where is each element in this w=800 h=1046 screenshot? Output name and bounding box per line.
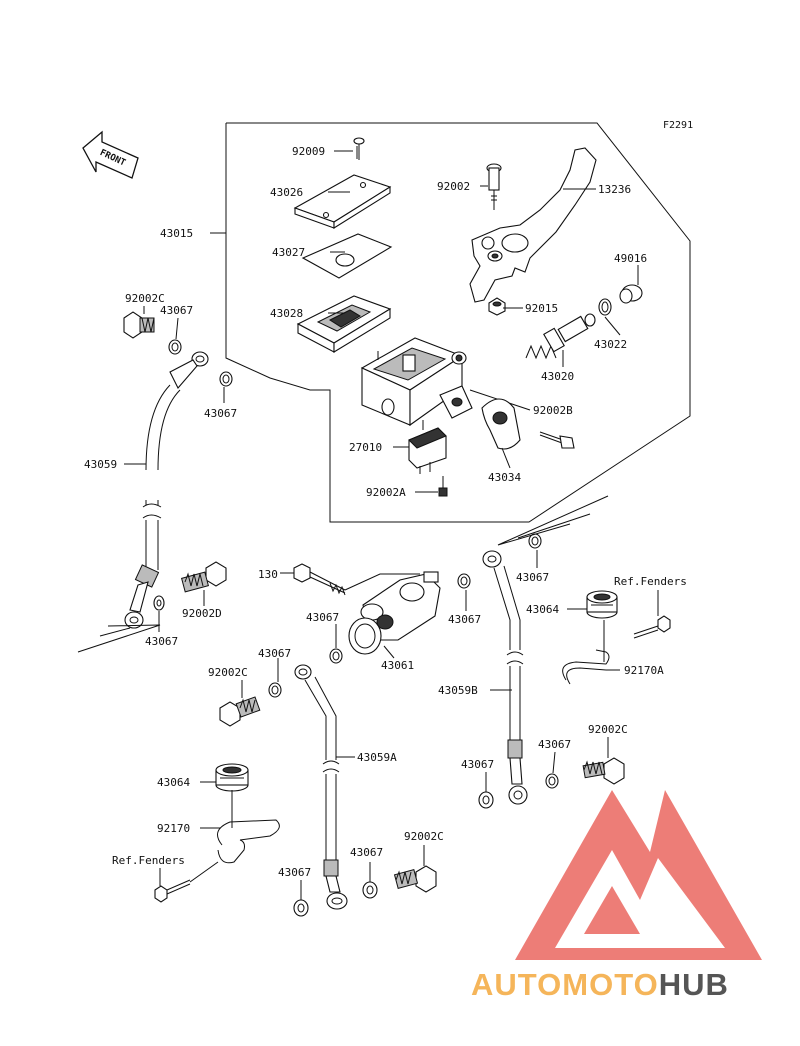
watermark-part2: HUB xyxy=(659,967,729,1002)
fender-bolt-right xyxy=(633,615,671,639)
label-130: 130 xyxy=(258,568,278,581)
front-arrow-icon: FRONT xyxy=(82,130,139,179)
label-43067-j: 43067 xyxy=(278,866,311,879)
label-27010: 27010 xyxy=(349,441,382,454)
bolt-130 xyxy=(293,563,346,596)
brake-hose-43059 xyxy=(124,351,209,629)
label-92170: 92170 xyxy=(157,822,190,835)
reservoir-cap-43026 xyxy=(293,174,392,229)
piston-kit-43020 xyxy=(525,313,596,360)
label-43027: 43027 xyxy=(272,246,305,259)
circlip-43022 xyxy=(598,298,612,316)
label-43022: 43022 xyxy=(594,338,627,351)
watermark-text: AUTOMOTOHUB xyxy=(471,967,729,1002)
label-92009: 92009 xyxy=(292,145,325,158)
label-43067-c: 43067 xyxy=(145,635,178,648)
pivot-bolt-92002 xyxy=(486,163,502,210)
label-13236: 13236 xyxy=(598,183,631,196)
label-43026: 43026 xyxy=(270,186,303,199)
grommet-43064-b xyxy=(215,763,249,792)
banjo-bolt-92002C-c xyxy=(582,757,625,785)
banjo-bolt-92002D xyxy=(180,561,227,593)
label-43067-d: 43067 xyxy=(306,611,339,624)
label-43015: 43015 xyxy=(160,227,193,240)
automotohub-logo-icon xyxy=(515,790,762,960)
label-43061: 43061 xyxy=(381,659,414,672)
label-92002C-a: 92002C xyxy=(125,292,165,305)
banjo-bolt-92002C-d xyxy=(393,865,437,893)
label-43067-h: 43067 xyxy=(461,758,494,771)
label-92002D: 92002D xyxy=(182,607,222,620)
label-92002A: 92002A xyxy=(366,486,406,499)
label-43028: 43028 xyxy=(270,307,303,320)
clamp-92170 xyxy=(217,790,280,864)
clamp-bolt-92002B xyxy=(539,431,575,449)
figure-code: F2291 xyxy=(663,120,694,131)
label-ref-fenders-a: Ref.Fenders xyxy=(614,575,687,588)
plate-43027 xyxy=(301,233,393,279)
brake-lever-13236 xyxy=(469,147,597,303)
label-43067-e: 43067 xyxy=(448,613,481,626)
label-ref-fenders-b: Ref.Fenders xyxy=(112,854,185,867)
label-43067-a: 43067 xyxy=(160,304,193,317)
label-49016: 49016 xyxy=(614,252,647,265)
label-92002: 92002 xyxy=(437,180,470,193)
label-43067-k: 43067 xyxy=(350,846,383,859)
label-43067-g: 43067 xyxy=(258,647,291,660)
label-43067-f: 43067 xyxy=(516,571,549,584)
banjo-bolt-92002C-b xyxy=(219,696,261,727)
diaphragm-43028 xyxy=(296,295,392,353)
label-92015: 92015 xyxy=(525,302,558,315)
label-43067-i: 43067 xyxy=(538,738,571,751)
label-43064-b: 43064 xyxy=(157,776,190,789)
label-92170A: 92170A xyxy=(624,664,664,677)
label-43034: 43034 xyxy=(488,471,521,484)
cylinder-43061 xyxy=(348,571,441,655)
dust-boot-49016 xyxy=(619,284,643,304)
label-92002C-d: 92002C xyxy=(404,830,444,843)
grommet-43064-a xyxy=(586,590,618,619)
screw-92002A xyxy=(438,476,448,497)
nut-92015 xyxy=(488,297,506,316)
brake-hose-43059B xyxy=(482,550,528,805)
master-cylinder-body xyxy=(360,337,473,427)
fender-bolt-left xyxy=(154,879,191,903)
clamp-43034 xyxy=(481,398,521,450)
brake-hose-43059A xyxy=(294,664,348,910)
label-92002B: 92002B xyxy=(533,404,573,417)
clamp-92170A xyxy=(562,620,610,685)
label-43059A: 43059A xyxy=(357,751,397,764)
label-92002C-c: 92002C xyxy=(588,723,628,736)
label-43064-a: 43064 xyxy=(526,603,559,616)
label-43059B: 43059B xyxy=(438,684,478,697)
banjo-bolt-92002C-a xyxy=(123,311,155,339)
assembly-outline xyxy=(225,122,691,523)
label-43020: 43020 xyxy=(541,370,574,383)
screw-92009 xyxy=(353,137,365,160)
label-92002C-b: 92002C xyxy=(208,666,248,679)
watermark-part1: AUTOMOTO xyxy=(471,967,659,1002)
label-43059: 43059 xyxy=(84,458,117,471)
brake-switch-27010 xyxy=(408,420,447,474)
label-43067-b: 43067 xyxy=(204,407,237,420)
